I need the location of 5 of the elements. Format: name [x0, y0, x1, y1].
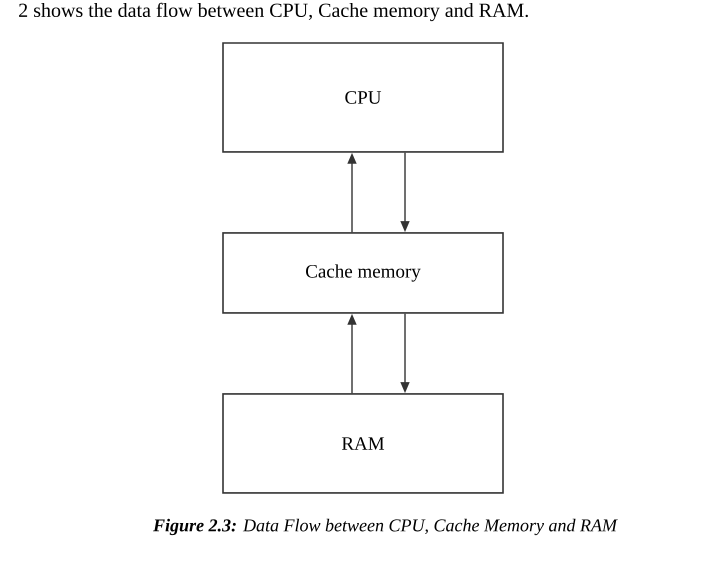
- body-text: 2 shows the data flow between CPU, Cache memory and RAM.: [19, 2, 528, 22]
- process-box: RAM: [222, 393, 504, 494]
- process-box: Cache memory: [222, 232, 504, 314]
- process-box: CPU: [222, 42, 504, 153]
- figure-caption: Figure 2.3: Data Flow between CPU, Cache Memory and RAM: [153, 518, 618, 536]
